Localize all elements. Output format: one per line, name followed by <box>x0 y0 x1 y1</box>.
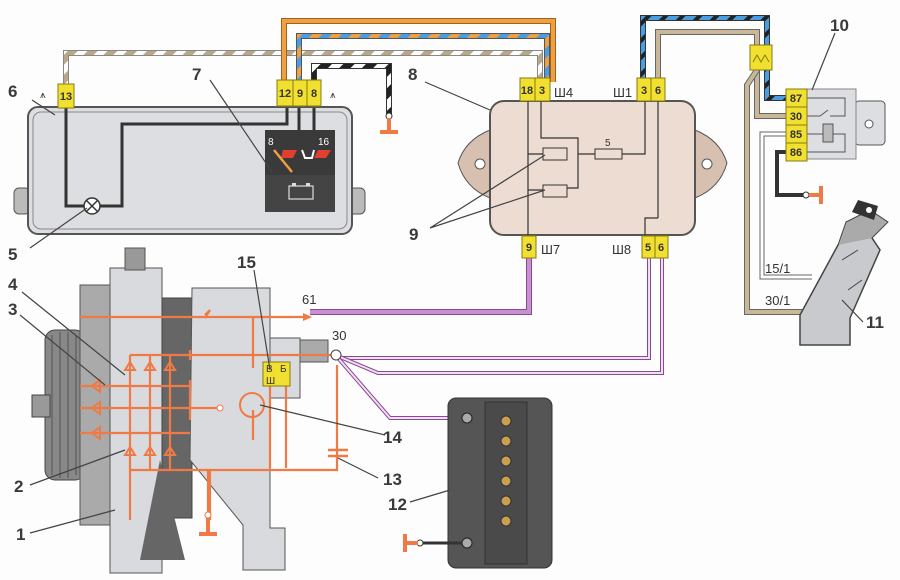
svg-text:3: 3 <box>641 85 647 97</box>
wire-pink-30a <box>340 258 651 360</box>
voltmeter-gauge: 8 16 <box>265 130 335 212</box>
inline-fuse-holder <box>749 44 773 71</box>
svg-text:Б: Б <box>280 364 287 375</box>
connector-socket-icon: ⩚ <box>330 90 336 101</box>
connector-12-9-8: 12 9 8 <box>276 79 322 107</box>
svg-text:6: 6 <box>655 85 661 97</box>
terminal-30-1: 30/1 <box>765 293 790 308</box>
wire-black-86 <box>775 150 805 197</box>
callout-leaders <box>19 32 864 534</box>
connector-socket-icon: ⩚ <box>40 90 46 101</box>
ground-symbol <box>199 518 217 536</box>
ground-symbol <box>403 534 418 552</box>
ground-symbol <box>809 186 823 204</box>
svg-text:85: 85 <box>790 129 802 141</box>
callout-numbers: 1 2 3 4 5 6 7 8 9 10 11 12 13 14 15 <box>8 16 884 544</box>
relay: 87 30 85 86 <box>785 88 886 162</box>
wire-pink-battery <box>336 356 462 420</box>
callout-6: 6 <box>8 82 17 101</box>
battery-negative-terminal <box>461 537 473 549</box>
connector-sh1: 3 6 Ш1 <box>613 77 666 102</box>
callout-12: 12 <box>388 495 407 514</box>
gauge-min-label: 8 <box>268 137 274 148</box>
svg-text:12: 12 <box>279 88 291 100</box>
battery-positive-terminal <box>461 412 473 424</box>
svg-text:Ш7: Ш7 <box>541 242 560 257</box>
svg-text:Ш8: Ш8 <box>612 242 631 257</box>
svg-text:6: 6 <box>658 242 664 254</box>
brush-assembly <box>239 392 265 418</box>
terminal-61-label: 61 <box>302 292 316 307</box>
harness-wires <box>63 15 823 420</box>
connector-sh4: 18 3 Ш4 <box>519 77 573 102</box>
svg-text:87: 87 <box>790 93 802 105</box>
svg-text:8: 8 <box>311 88 317 100</box>
callout-13: 13 <box>383 470 402 489</box>
alternator: В Б Ш 61 30 <box>31 247 348 574</box>
svg-text:5: 5 <box>645 242 651 254</box>
svg-text:Ш: Ш <box>266 376 275 387</box>
connector-sh8: 5 6 Ш8 <box>612 235 669 259</box>
voltage-regulator-15: В Б Ш <box>262 361 291 387</box>
gauge-max-label: 16 <box>318 137 330 148</box>
callout-3: 3 <box>8 300 17 319</box>
svg-text:30: 30 <box>790 111 802 123</box>
svg-text:9: 9 <box>297 88 303 100</box>
svg-text:Ш4: Ш4 <box>554 85 573 100</box>
svg-text:3: 3 <box>539 85 545 97</box>
key-icon <box>852 200 878 220</box>
callout-15: 15 <box>237 253 256 272</box>
internal-circuit <box>80 309 348 536</box>
warning-lamp-icon <box>83 197 101 215</box>
ignition-switch: 15/1 30/1 <box>765 200 889 346</box>
connector-13: 13 <box>57 83 75 109</box>
callout-8: 8 <box>408 65 417 84</box>
instrument-cluster: 8 16 13 12 9 8 ⩚ ⩚ <box>13 79 366 235</box>
diode-bridge <box>90 360 177 456</box>
ground-symbol <box>380 118 398 134</box>
wire-pink-30b <box>339 258 664 375</box>
callout-2: 2 <box>14 477 23 496</box>
relay-pins: 87 30 85 86 <box>785 88 808 162</box>
svg-text:18: 18 <box>521 85 533 97</box>
capacitor <box>328 448 348 458</box>
callout-7: 7 <box>192 65 201 84</box>
terminal-30-post <box>330 349 342 361</box>
resistor-unit: 5 18 3 Ш4 3 6 Ш1 9 Ш7 5 6 Ш8 <box>457 77 728 259</box>
battery-icon <box>288 183 314 200</box>
terminal-15-1: 15/1 <box>765 261 790 276</box>
svg-text:Ш1: Ш1 <box>613 85 632 100</box>
resistor-label: 5 <box>605 138 611 149</box>
callout-14: 14 <box>383 428 402 447</box>
terminal-30-label: 30 <box>332 328 346 343</box>
svg-text:9: 9 <box>526 242 532 254</box>
callout-11: 11 <box>866 313 884 332</box>
callout-9: 9 <box>409 225 418 244</box>
battery <box>403 397 553 569</box>
callout-4: 4 <box>8 275 18 294</box>
svg-text:13: 13 <box>60 91 72 103</box>
wire-pink-61 <box>310 258 532 315</box>
callout-1: 1 <box>16 525 25 544</box>
svg-text:86: 86 <box>790 147 802 159</box>
wire-blue-orange <box>296 33 550 82</box>
callout-5: 5 <box>8 245 17 264</box>
callout-10: 10 <box>830 16 849 35</box>
connector-sh7: 9 Ш7 <box>521 235 560 259</box>
